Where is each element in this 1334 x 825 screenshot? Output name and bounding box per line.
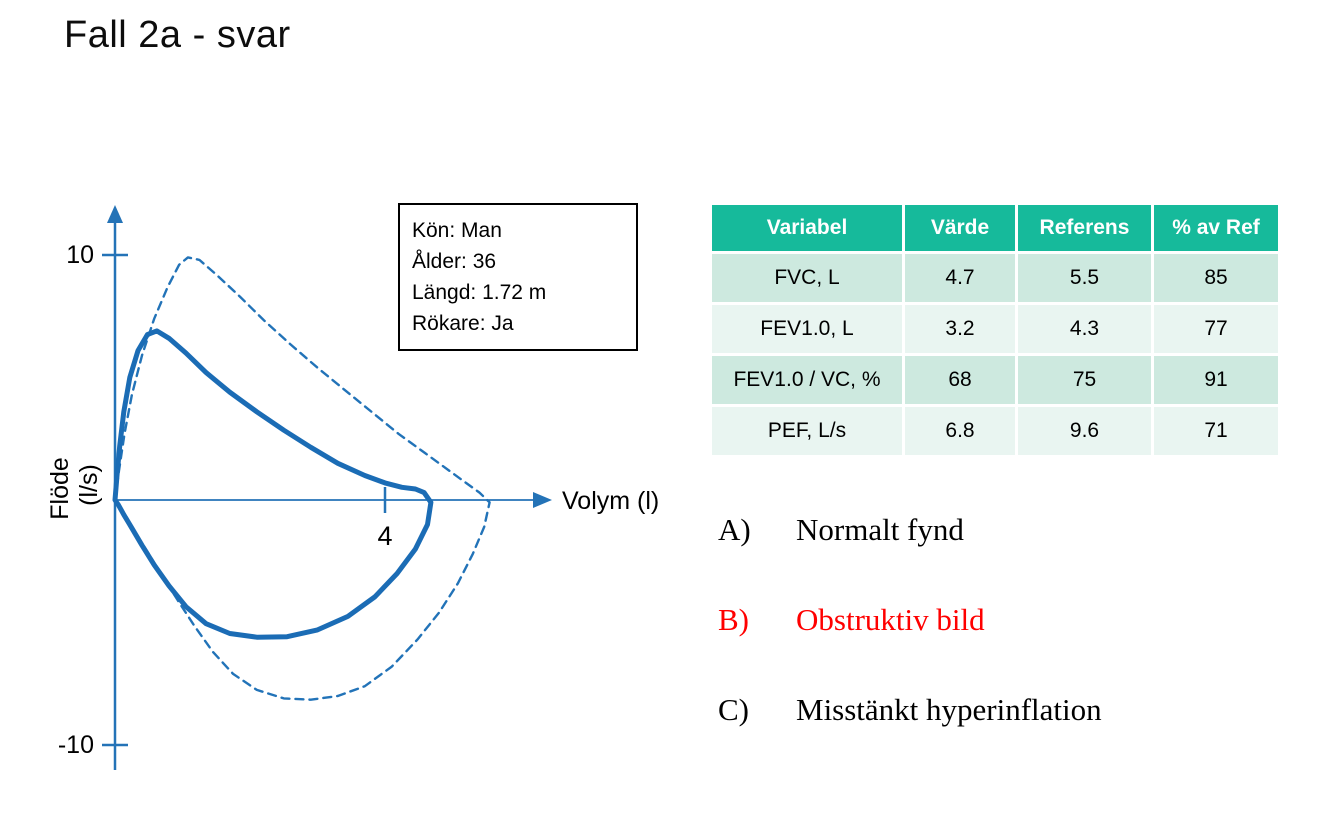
table-cell-r0-c0: FVC, L [712,254,902,302]
y-axis-label: Flöde (l/s) [46,450,103,520]
x-axis-arrow-icon [533,492,552,508]
reference-loop [113,256,491,701]
option-a-text: Normalt fynd [796,512,964,547]
patient-info-box: Kön: Man Ålder: 36 Längd: 1.72 m Rökare:… [398,203,638,351]
table-cell-r0-c1: 4.7 [905,254,1015,302]
svg-text:Flöde (l/s): Flöde (l/s) [46,450,103,520]
y-tick-label-bottom: -10 [58,731,94,759]
option-a-letter: A) [718,512,751,547]
option-b-text: Obstruktiv bild [796,602,985,637]
table-header-col3: % av Ref [1154,205,1278,251]
flow-volume-chart: 10 -10 4 Volym (l) Flöde (l/s) [40,195,700,815]
y-axis-label-line2: (l/s) [75,464,103,506]
table-cell-r0-c3: 85 [1154,254,1278,302]
flow-volume-chart-svg: 10 -10 4 Volym (l) Flöde (l/s) [46,205,659,770]
info-line-age: Ålder: 36 [412,250,497,273]
table-cell-r0-c2: 5.5 [1018,254,1151,302]
table-cell-r2-c3: 91 [1154,356,1278,404]
table-cell-r2-c2: 75 [1018,356,1151,404]
option-b: B) Obstruktiv bild [718,598,1318,642]
table-cell-r3-c3: 71 [1154,407,1278,455]
option-c: C) Misstänkt hyperinflation [718,688,1318,732]
table-cell-r3-c2: 9.6 [1018,407,1151,455]
info-line-height: Längd: 1.72 m [412,281,547,304]
info-line-smoker: Rökare: Ja [412,312,514,335]
table-cell-r3-c0: PEF, L/s [712,407,902,455]
info-line-sex: Kön: Man [412,219,502,242]
y-axis-label-line1: Flöde [46,457,74,520]
patient-loop [112,328,434,640]
table-header-col1: Värde [905,205,1015,251]
table-cell-r1-c3: 77 [1154,305,1278,353]
table-cell-r1-c0: FEV1.0, L [712,305,902,353]
table-cell-r1-c2: 4.3 [1018,305,1151,353]
page-title: Fall 2a - svar [64,14,291,56]
option-c-text: Misstänkt hyperinflation [796,692,1102,727]
option-a: A) Normalt fynd [718,508,1318,552]
y-axis-arrow-icon [107,205,123,223]
answer-options: A) Normalt fynd B) Obstruktiv bild C) Mi… [718,508,1318,778]
x-axis-label: Volym (l) [562,487,659,515]
table-header-col0: Variabel [712,205,902,251]
y-tick-label-top: 10 [66,241,94,269]
x-tick-label: 4 [377,521,392,551]
table-cell-r3-c1: 6.8 [905,407,1015,455]
table-cell-r2-c0: FEV1.0 / VC, % [712,356,902,404]
table-cell-r1-c1: 3.2 [905,305,1015,353]
table-cell-r2-c1: 68 [905,356,1015,404]
table-header-col2: Referens [1018,205,1151,251]
option-c-letter: C) [718,692,749,727]
option-b-letter: B) [718,602,749,637]
